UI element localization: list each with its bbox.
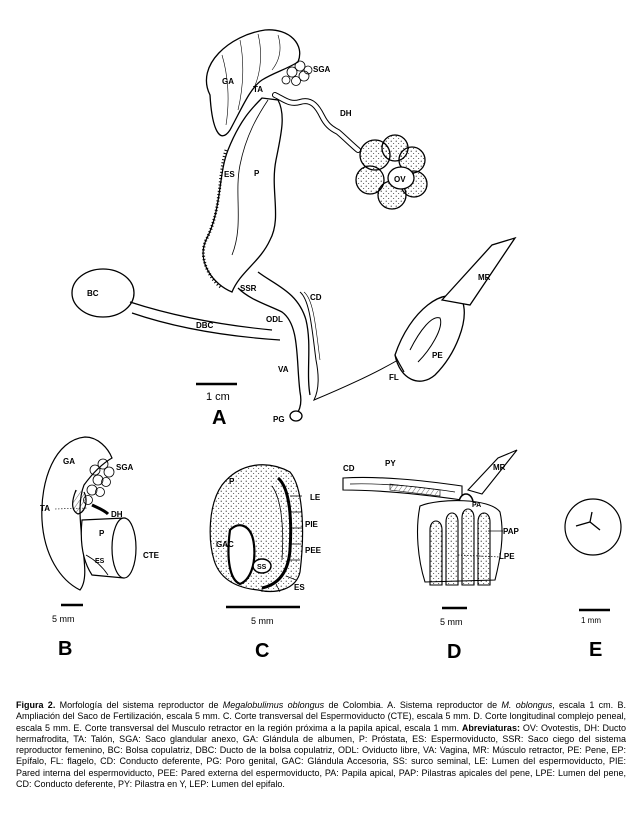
label-ta: TA [253,85,263,94]
lumen-c [261,476,293,590]
scale-label-b: 5 mm [52,614,75,624]
figure-caption: Figura 2. Morfología del sistema reprodu… [16,700,626,790]
label-d-cd: CD [343,464,355,473]
label-b-dh: DH [111,510,123,519]
panel-c-labels: P LE PIE GAC PEE SS ES 5 mm C [216,477,322,662]
talon-b [71,489,87,515]
label-ga: GA [222,77,234,86]
bursa-duct [129,301,281,341]
cross-section-c [209,464,304,593]
label-c-pie: PIE [305,520,319,529]
muscle-cross-section-e [564,498,622,556]
label-pe: PE [432,351,443,360]
label-ov: OV [394,175,406,184]
vas-deferens [299,291,399,401]
free-oviduct-vagina [237,287,302,416]
label-p: P [254,169,260,178]
label-dbc: DBC [196,321,214,330]
label-b-es: ES [95,558,105,565]
retractor-muscle [440,236,517,306]
genital-pore [289,410,303,422]
spermoviduct [202,97,283,293]
label-d-lpe: LPE [499,552,515,561]
label-c-es: ES [294,583,305,592]
sga-b [83,458,115,505]
label-b-p: P [99,529,105,538]
label-fl: FL [389,373,399,382]
caption-text-4: OV: Ovotestis, DH: Ducto hermafrodita, T… [16,722,626,790]
caption-text-3: , escala 1 cm. B. Ampliación del Saco de… [16,700,626,733]
panel-letter-b: B [58,638,72,660]
label-b-ga: GA [63,457,75,466]
panel-d-labels: CD PY MR PA PAP LPE 5 mm D [343,459,520,663]
caption-species-1: Megalobulimus oblongus [222,700,325,710]
cte-section-b [111,517,137,579]
panel-letter-a: A [212,407,226,429]
label-cd: CD [310,293,322,302]
label-b-sga: SGA [116,463,134,472]
caption-fig-label: Figura 2. [16,700,56,710]
panel-e-drawing [564,498,622,612]
retractor-muscle-d [466,449,518,495]
panel-b-labels: GA SGA TA DH P CTE ES 5 mm B [40,457,160,660]
penis [394,295,465,382]
label-c-ss: SS [257,564,267,571]
panel-e-labels: 1 mm E [581,616,602,661]
label-c-p: P [229,477,235,486]
panel-letter-c: C [255,640,269,662]
figure-illustration: GA SGA TA DH ES P OV BC SSR CD MR ODL DB… [40,29,622,663]
seminal-groove-c [252,558,272,574]
label-d-pap: PAP [503,527,520,536]
panel-a-drawing [71,29,517,422]
panel-b-drawing [41,436,137,607]
apical-pilasters-d [429,508,491,586]
caption-text-1: Morfología del sistema reproductor de [55,700,223,710]
label-mr: MR [478,273,491,282]
label-bc: BC [87,289,99,298]
accessory-gland-c [227,524,256,586]
scale-label-e: 1 mm [581,616,601,625]
label-b-ta: TA [40,504,50,513]
label-ssr: SSR [240,284,257,293]
flagellum [394,354,405,373]
label-pg: PG [273,415,285,424]
caption-species-2: M. oblongus [501,700,553,710]
scale-label-d: 5 mm [440,617,463,627]
panel-c-drawing [209,464,304,609]
scale-label-a: 1 cm [206,391,230,403]
label-d-py: PY [385,459,396,468]
albumen-gland-shape [205,29,301,137]
panel-letter-e: E [589,639,602,661]
label-c-gac: GAC [216,540,234,549]
label-va: VA [278,365,289,374]
panel-a-labels: GA SGA TA DH ES P OV BC SSR CD MR ODL DB… [87,65,491,429]
sga-structure [281,60,313,86]
scale-label-c: 5 mm [251,616,274,626]
label-d-mr: MR [493,463,506,472]
panel-letter-d: D [447,641,461,663]
bursa-copulatrix [71,268,135,318]
label-es: ES [224,170,235,179]
label-sga: SGA [313,65,331,74]
dh-b [91,503,110,516]
label-d-pa: PA [472,502,481,509]
caption-text-2: de Colombia. A. Sistema reproductor de [324,700,502,710]
label-c-le: LE [310,493,321,502]
label-c-pee: PEE [305,546,322,555]
label-b-cte: CTE [143,551,160,560]
ovotestis [355,134,428,210]
caption-abbr-label: Abreviaturas: [461,722,520,733]
label-dh: DH [340,109,352,118]
panel-d-drawing [342,449,518,610]
label-odl: ODL [266,315,283,324]
